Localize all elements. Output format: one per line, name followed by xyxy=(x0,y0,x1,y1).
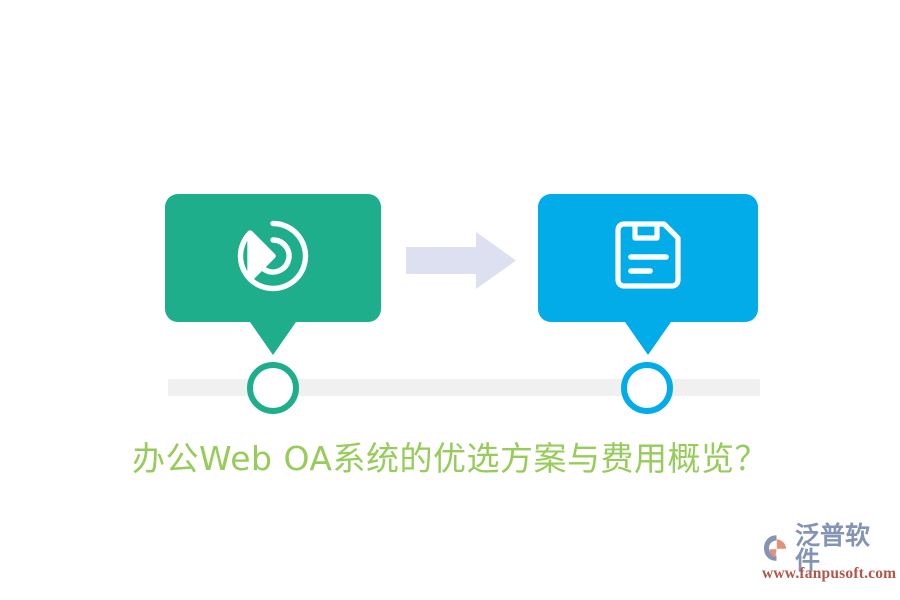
timeline-node-blue[interactable] xyxy=(621,362,673,414)
watermark: 泛普软件 www.fanpusoft.com xyxy=(762,523,897,590)
watermark-brand: 泛普软件 xyxy=(795,521,871,575)
card-green-tail xyxy=(250,322,296,355)
card-blue-result[interactable] xyxy=(538,194,758,355)
radar-share-icon xyxy=(233,216,313,301)
watermark-url: www.fanpusoft.com xyxy=(762,565,897,582)
document-save-icon xyxy=(610,218,686,299)
page-title: 办公Web OA系统的优选方案与费用概览？ xyxy=(132,439,768,478)
card-blue-tail xyxy=(625,322,671,355)
timeline-track xyxy=(168,379,760,396)
watermark-row: 泛普软件 xyxy=(762,523,894,573)
timeline-node-green[interactable] xyxy=(247,362,299,414)
fanpu-logo-icon xyxy=(762,533,792,563)
flow-arrow-icon xyxy=(406,232,516,289)
card-green-solution[interactable] xyxy=(165,194,381,355)
